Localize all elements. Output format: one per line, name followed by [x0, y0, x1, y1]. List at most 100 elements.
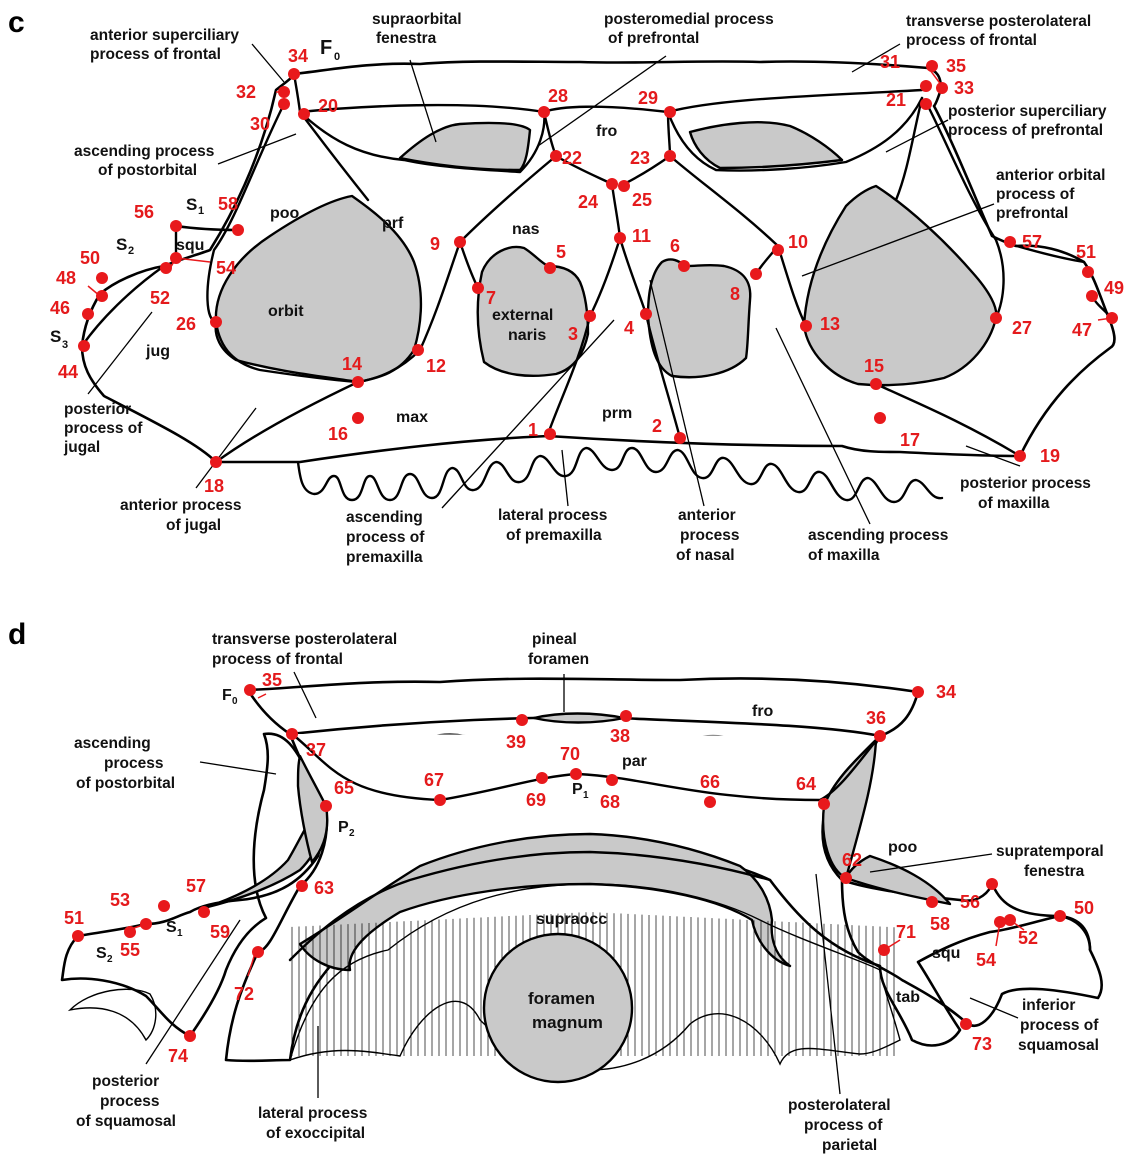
landmark-c-34-label: 34 [288, 46, 308, 66]
landmark-c-17 [874, 412, 886, 424]
landmark-c-18 [210, 456, 222, 468]
landmark-d-74-label: 74 [168, 1046, 188, 1066]
landmark-d-68 [606, 774, 618, 786]
landmark-c-22 [550, 150, 562, 162]
landmark-d-73 [960, 1018, 972, 1030]
landmark-d-52 [1004, 914, 1016, 926]
landmark-c-4-label: 4 [624, 318, 634, 338]
landmark-d-39-label: 39 [506, 732, 526, 752]
landmark-c-44 [78, 340, 90, 352]
landmark-c-3 [584, 310, 596, 322]
landmark-c-51 [1082, 266, 1094, 278]
landmark-c-47 [1106, 312, 1118, 324]
label-c-ant-jugal-1: anterior process [120, 497, 241, 514]
landmark-c-19 [1014, 450, 1026, 462]
label-d-inferior-squamosal-3: squamosal [1018, 1037, 1099, 1054]
label-c-ant-jugal-2: of jugal [166, 517, 221, 534]
landmark-d-54-label: 54 [976, 950, 996, 970]
landmark-d-55 [140, 918, 152, 930]
label-c-asc-maxilla-2: of maxilla [808, 547, 880, 564]
landmark-d-38-label: 38 [610, 726, 630, 746]
leader-c-lat-premaxilla [562, 450, 568, 506]
leader-c-ant-superciliary [252, 44, 284, 82]
label-c-ant-nasal-2: process [680, 527, 739, 544]
landmark-c-4 [640, 308, 652, 320]
landmark-c-31 [920, 80, 932, 92]
landmark-c-56 [170, 220, 182, 232]
abbr-c-S2: S [116, 235, 127, 254]
label-c-ant-nasal-3: of nasal [676, 547, 735, 564]
landmark-c-24-label: 24 [578, 192, 598, 212]
landmark-c-29 [664, 106, 676, 118]
tooth-row-c [298, 448, 942, 502]
label-d-post-squamosal-1: posterior [92, 1073, 159, 1090]
label-c-lat-premaxilla-2: of premaxilla [506, 527, 602, 544]
landmark-c-32-label: 32 [236, 82, 256, 102]
landmark-c-20 [298, 108, 310, 120]
landmark-d-52-label: 52 [1018, 928, 1038, 948]
abbr-d-poo: poo [888, 839, 918, 856]
abbr-c-F0: F [320, 37, 332, 59]
label-c-post-maxilla-2: of maxilla [978, 495, 1050, 512]
abbr-c-S1-sub: 1 [198, 205, 204, 217]
abbr-c-prf: prf [382, 215, 404, 232]
label-d-pineal-2: foramen [528, 651, 589, 668]
abbr-c-external-naris-2: naris [508, 327, 546, 344]
landmark-c-47-label: 47 [1072, 320, 1092, 340]
landmark-d-59 [198, 906, 210, 918]
label-d-inferior-squamosal-1: inferior [1022, 997, 1075, 1014]
label-c-post-jugal-2: process of [64, 420, 143, 437]
label-d-supratemporal-1: supratemporal [996, 843, 1104, 860]
landmark-c-5 [544, 262, 556, 274]
label-c-transverse-1: transverse posterolateral [906, 13, 1091, 30]
landmark-c-15 [870, 378, 882, 390]
abbr-d-S2-sub: 2 [107, 954, 113, 965]
landmark-d-38 [620, 710, 632, 722]
landmark-c-12-label: 12 [426, 356, 446, 376]
landmark-d-55-label: 55 [120, 940, 140, 960]
abbr-c-squ: squ [176, 237, 204, 254]
landmark-c-2-label: 2 [652, 416, 662, 436]
landmark-c-16 [352, 412, 364, 424]
label-c-ant-orbital-3: prefrontal [996, 205, 1068, 222]
landmark-d-59-label: 59 [210, 922, 230, 942]
label-c-asc-premaxilla-3: premaxilla [346, 549, 423, 566]
abbr-d-F0-sub: 0 [232, 696, 238, 707]
landmark-c-6-label: 6 [670, 236, 680, 256]
landmark-c-44-label: 44 [58, 362, 78, 382]
landmark-d-37 [286, 728, 298, 740]
landmark-d-57 [158, 900, 170, 912]
landmark-c-29-label: 29 [638, 88, 658, 108]
label-c-ant-superciliary-1: anterior superciliary [90, 27, 239, 44]
landmark-c-1-label: 1 [528, 420, 538, 440]
abbr-c-S3-sub: 3 [62, 339, 68, 351]
landmark-d-70 [570, 768, 582, 780]
landmark-c-11-label: 11 [632, 226, 651, 246]
abbr-d-P2: P [338, 819, 349, 836]
landmark-c-54 [170, 252, 182, 264]
landmark-c-23-label: 23 [630, 148, 650, 168]
landmark-d-53-label: 53 [110, 890, 130, 910]
landmark-c-1 [544, 428, 556, 440]
landmark-d-39 [516, 714, 528, 726]
landmark-d-54 [994, 916, 1006, 928]
landmark-c-26 [210, 316, 222, 328]
landmark-c-15-label: 15 [864, 356, 884, 376]
label-c-supraorbital-fenestra-1: supraorbital [372, 11, 462, 28]
landmark-c-30 [278, 98, 290, 110]
landmark-c-56-label: 56 [134, 202, 154, 222]
abbr-d-P1-sub: 1 [583, 790, 589, 801]
landmark-d-66-label: 66 [700, 772, 720, 792]
landmark-c-13-label: 13 [820, 314, 840, 334]
landmark-c-6 [678, 260, 690, 272]
abbr-d-S2: S [96, 945, 107, 962]
abbr-c-fro: fro [596, 123, 618, 140]
landmark-c-52 [160, 262, 172, 274]
label-d-posterolateral-parietal-1: posterolateral [788, 1097, 891, 1114]
landmark-d-73-label: 73 [972, 1034, 992, 1054]
abbr-d-S1-sub: 1 [177, 928, 183, 939]
landmark-d-50-label: 50 [1074, 898, 1094, 918]
landmark-c-27 [990, 312, 1002, 324]
abbr-d-foramen-magnum-2: magnum [532, 1013, 603, 1032]
